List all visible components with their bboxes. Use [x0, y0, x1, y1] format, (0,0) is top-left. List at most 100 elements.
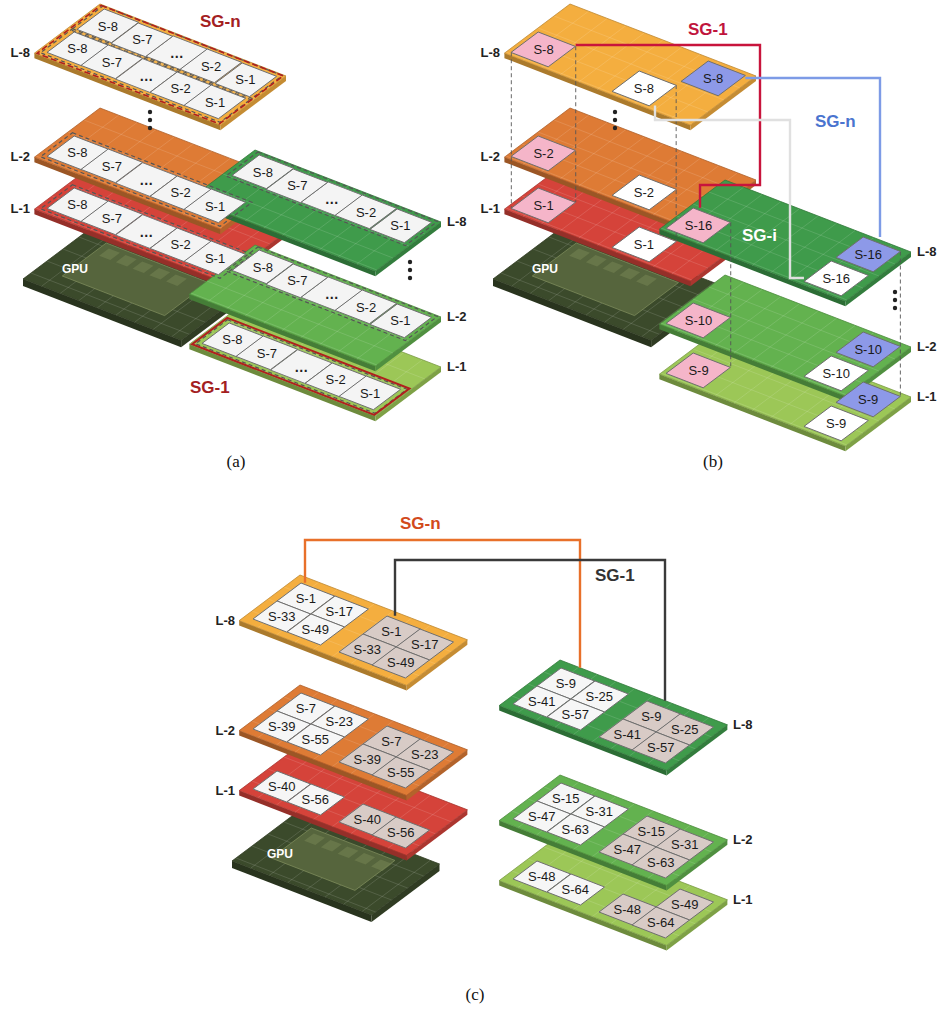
- slice-name: S-48: [528, 870, 555, 883]
- plate-top: [504, 4, 756, 125]
- slice-name: S-1: [205, 96, 225, 109]
- slice-name: S-47: [614, 843, 641, 856]
- slice-outline: [339, 376, 401, 410]
- slice-cell: S-64: [632, 907, 689, 938]
- layer-label: L-8: [481, 46, 501, 61]
- gpu-block: [569, 249, 590, 261]
- layer-plate: [239, 685, 467, 800]
- slice-cell: S-7: [81, 201, 143, 235]
- continuation-dot: [148, 126, 152, 130]
- slice-cell: S-1: [370, 209, 432, 243]
- slice-outline: [372, 647, 430, 678]
- ellipsis: …: [325, 286, 339, 302]
- slice-outline: [511, 188, 575, 223]
- plate-side: [239, 621, 406, 691]
- group-label: SG-n: [400, 514, 441, 534]
- guide-line: [676, 85, 677, 241]
- slice-cell: S-63: [632, 847, 689, 878]
- group-label: SG-1: [688, 20, 728, 40]
- slice-outline: [681, 61, 745, 96]
- gpu-block: [586, 255, 607, 267]
- plate-grid: [693, 204, 879, 276]
- slice-cell: S-63: [547, 814, 604, 845]
- slice-name: S-7: [287, 274, 307, 287]
- slice-outline: [81, 149, 143, 183]
- ellipsis: …: [139, 224, 153, 240]
- gpu-block: [371, 859, 392, 871]
- plate-grid: [239, 257, 425, 329]
- slice-name: S-40: [354, 813, 381, 826]
- decorations: [37, 5, 900, 415]
- plate-grid: [677, 311, 863, 383]
- guide-line: [575, 46, 576, 202]
- layer-plate: [504, 4, 756, 130]
- gpu-block: [133, 262, 154, 274]
- slice-outline: [287, 724, 345, 755]
- slice-name: S-7: [381, 735, 401, 748]
- continuation-dot: [893, 290, 897, 294]
- slice-outline: [547, 814, 605, 845]
- ellipsis: …: [139, 172, 153, 188]
- plate-grid: [709, 287, 895, 359]
- slice-name: S-2: [201, 60, 221, 73]
- slice-name: S-25: [671, 723, 698, 736]
- slice-cell: S-57: [547, 699, 604, 730]
- slice-name: S-49: [302, 623, 329, 636]
- gpu-block: [321, 840, 342, 852]
- slice-cell: S-64: [547, 874, 604, 905]
- slice-outline: [632, 847, 690, 878]
- plate-side: [499, 706, 666, 776]
- slice-outline: [547, 699, 605, 730]
- plate-grid: [661, 323, 847, 395]
- slice-name: S-7: [296, 702, 316, 715]
- chip-label: GPU: [532, 263, 558, 277]
- slice-name: S-1: [634, 238, 654, 251]
- slice-name: S-7: [102, 212, 122, 225]
- group-line: [576, 45, 760, 208]
- continuation-dot: [893, 306, 897, 310]
- slice-cell: S-16: [666, 208, 730, 243]
- group-line: [395, 560, 665, 701]
- gpu-block: [99, 249, 120, 261]
- slice-name: S-63: [562, 823, 589, 836]
- plate-grid: [239, 162, 425, 234]
- slice-cell: S-55: [372, 757, 429, 788]
- slice-name: S-56: [387, 826, 414, 839]
- slice-name: S-55: [387, 766, 414, 779]
- plate-grid: [52, 144, 238, 216]
- gpu-block: [603, 262, 624, 274]
- group-line: [745, 78, 880, 237]
- layer-label: L-1: [11, 202, 31, 217]
- layer-label: L-8: [917, 245, 937, 260]
- slice-name: S-1: [533, 199, 553, 212]
- slice-cell: S-7: [236, 336, 298, 370]
- row-outline: [226, 152, 438, 246]
- group-line: [655, 106, 804, 278]
- group-outline: [37, 5, 283, 124]
- slice-outline: [666, 353, 730, 388]
- plate-top: [499, 660, 727, 770]
- layer-plate: [499, 660, 727, 775]
- slice-name: S-8: [634, 82, 654, 95]
- slice-cell: S-57: [632, 732, 689, 763]
- slice-name: S-47: [528, 810, 555, 823]
- panel-caption: (c): [466, 985, 485, 1005]
- group-label: SG-1: [190, 378, 230, 398]
- plate-grid: [709, 192, 895, 264]
- slice-cell: S-9: [666, 353, 730, 388]
- slice-name: S-10: [822, 367, 849, 380]
- slice-name: S-9: [688, 364, 708, 377]
- slice-cell: S-1: [612, 227, 676, 262]
- layer-label: L-2: [447, 310, 467, 325]
- slice-name: S-8: [98, 20, 118, 33]
- slice-name: S-33: [354, 643, 381, 656]
- plate-grid: [506, 52, 692, 124]
- slice-outline: [666, 208, 730, 243]
- slice-cell: S-56: [287, 784, 344, 815]
- layer-plate: [34, 4, 286, 130]
- gpu-block: [636, 274, 657, 286]
- row-outline: [41, 29, 253, 123]
- slice-name: S-49: [387, 656, 414, 669]
- continuation-dot: [613, 110, 617, 114]
- row-outline: [41, 133, 253, 227]
